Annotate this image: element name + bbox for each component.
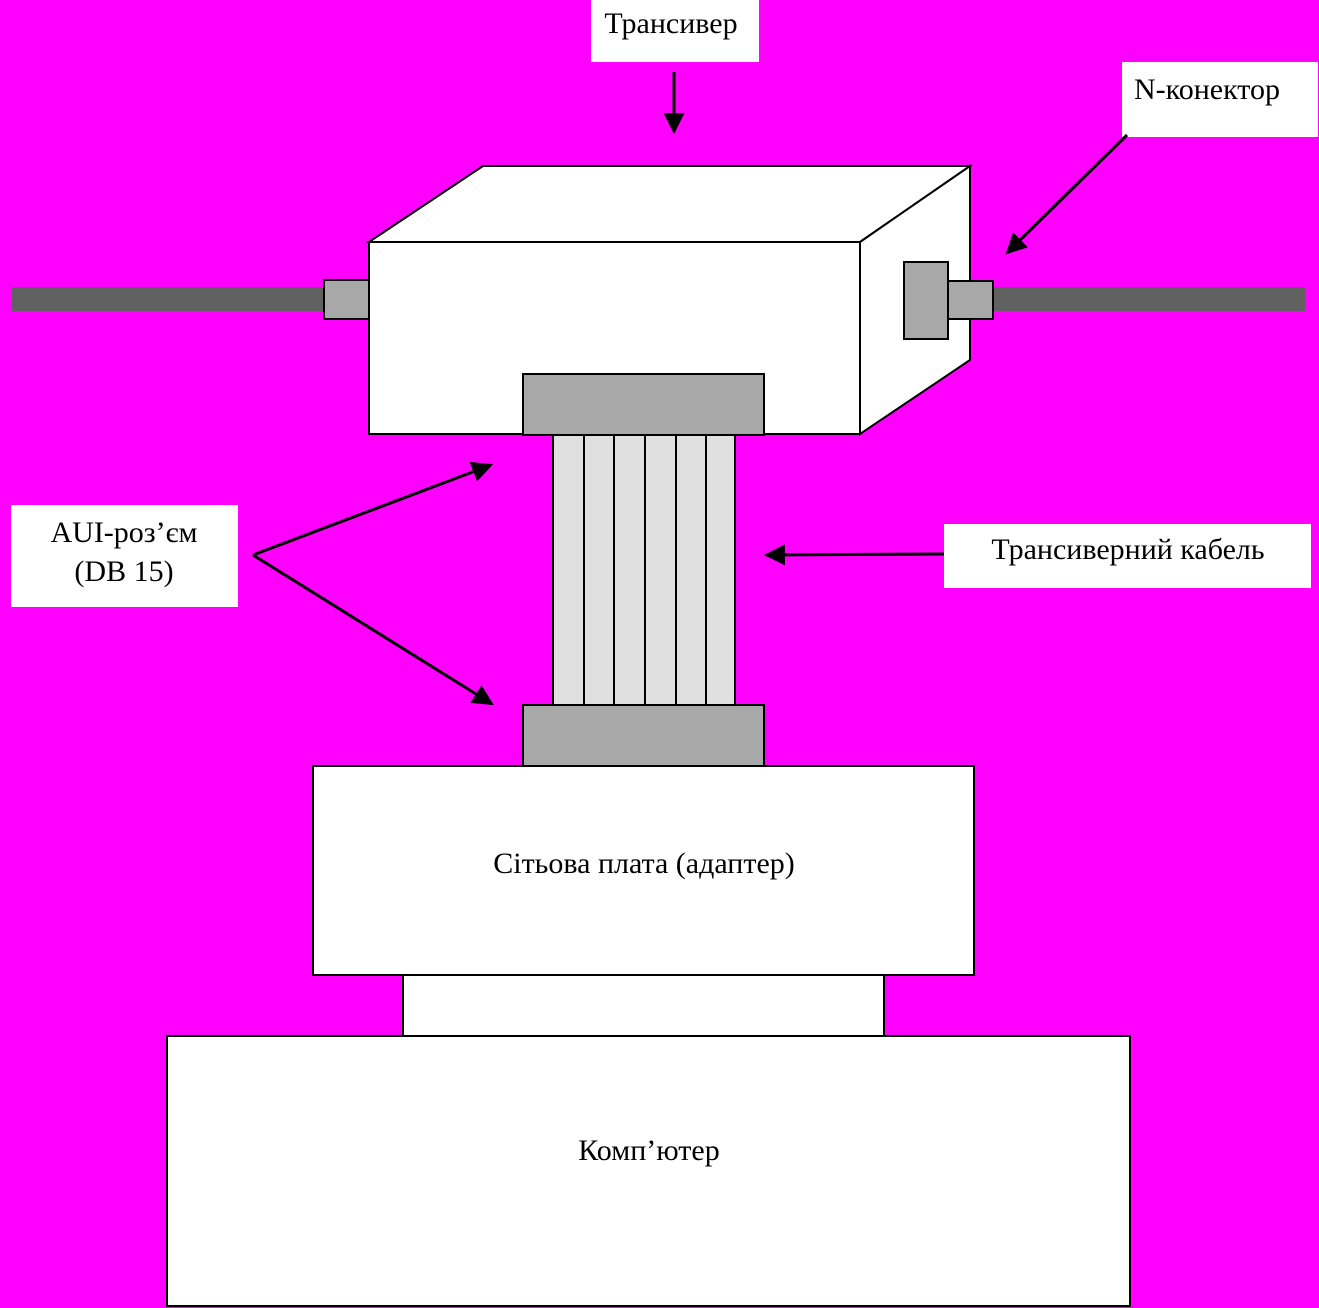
- left-coax-connector: [323, 279, 370, 320]
- transceiver-cable-label-box: [944, 524, 1311, 588]
- aui-label-line1: AUI-роз’єм: [50, 516, 197, 549]
- n-connector-body: [947, 280, 994, 320]
- transceiver-cable-label: Трансиверний кабель: [991, 533, 1264, 566]
- network-card-box: [312, 765, 975, 976]
- n-connector-arrow: [1005, 133, 1129, 255]
- n-connector-label: N-конектор: [1134, 73, 1280, 106]
- transceiver-box: [365, 164, 974, 436]
- aui-label-line2: (DB 15): [74, 555, 173, 588]
- coax-cable-left: [12, 287, 326, 311]
- transceiver-cable-arrow: [763, 544, 945, 566]
- aui-connector-bottom: [522, 704, 765, 767]
- coax-cable-right: [992, 287, 1305, 311]
- aui-arrow-top: [252, 461, 493, 557]
- n-connector-nut: [903, 261, 949, 340]
- card-slot-connector: [402, 974, 885, 1037]
- transceiver-cable: [552, 433, 736, 707]
- computer-box: [166, 1035, 1131, 1307]
- transceiver-label-box: [591, 0, 759, 62]
- aui-label-box: [11, 505, 238, 607]
- aui-connector-top: [522, 373, 765, 436]
- network-card-label: Сітьова плата (адаптер): [493, 847, 795, 880]
- transceiver-label: Трансивер: [604, 7, 737, 40]
- computer-label: Комп’ютер: [578, 1134, 719, 1167]
- n-connector-label-box: [1122, 62, 1318, 137]
- aui-arrow-bottom: [252, 553, 494, 706]
- n-connector: [903, 261, 994, 340]
